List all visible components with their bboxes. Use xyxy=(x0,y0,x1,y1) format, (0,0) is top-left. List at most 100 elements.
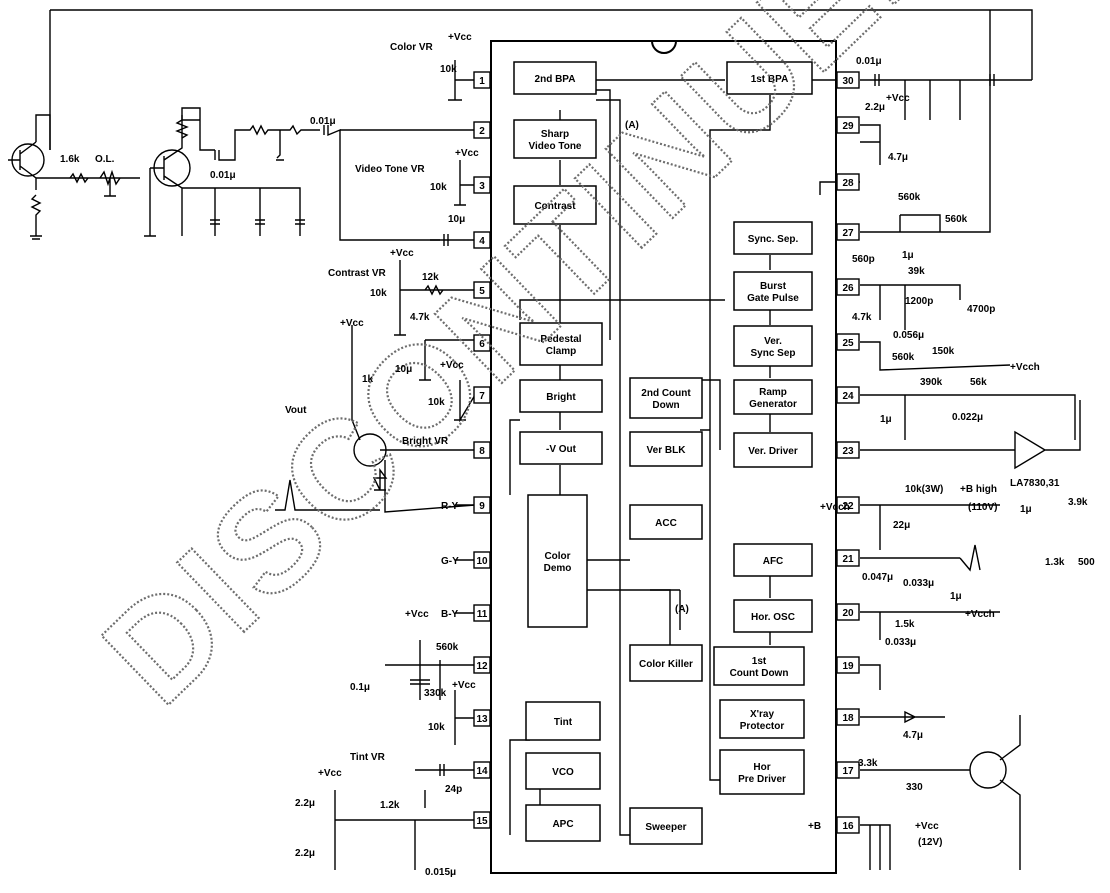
label-vcc-pin7: +Vcc xyxy=(440,360,464,371)
pin-3-box xyxy=(473,176,491,194)
pin-6-box xyxy=(473,334,491,352)
label-c22u-a: 2.2μ xyxy=(295,798,315,809)
label-c001-b: 0.01μ xyxy=(210,170,236,181)
label-v12: (12V) xyxy=(918,837,942,848)
block-bversync-label: Ver. xyxy=(764,336,782,347)
block-bsharp-label: Video Tone xyxy=(529,141,582,152)
pin-8-box xyxy=(473,441,491,459)
block-b2ndcount-label: 2nd Count xyxy=(641,388,691,399)
label-vcc-pin11: +Vcc xyxy=(405,609,429,620)
label-c24p: 24p xyxy=(445,784,462,795)
pin-17-label: 17 xyxy=(842,766,854,777)
q4-leads xyxy=(999,715,1021,870)
pin-13-label: 13 xyxy=(476,714,488,725)
label-bhigh: +B high xyxy=(960,484,997,495)
pin3-wire xyxy=(454,160,475,206)
pin-12-label: 12 xyxy=(476,661,488,672)
label-vcch-pin20: +Vcch xyxy=(965,609,995,620)
pin16-wire xyxy=(860,824,891,870)
pin-19-box xyxy=(836,656,860,674)
pin-21-box xyxy=(836,549,860,567)
block-bhorpre-label: Hor xyxy=(753,762,770,773)
pin12-wire xyxy=(385,640,475,700)
block-bcolorkiller-label: Color Killer xyxy=(639,659,693,670)
block-btint-box xyxy=(525,701,601,741)
label-vcc-pin16: +Vcc xyxy=(915,821,939,832)
q1-wires xyxy=(35,114,140,179)
block-bxray-label: Protector xyxy=(740,721,785,732)
pin24-wire xyxy=(860,394,1076,440)
label-c1200p: 1200p xyxy=(905,296,933,307)
label-c22u-pin22: 22μ xyxy=(893,520,910,531)
pin20-wire xyxy=(860,611,1000,640)
pin-1-label: 1 xyxy=(479,76,485,87)
pin-25-box xyxy=(836,333,860,351)
pin7-wire xyxy=(454,380,476,423)
pin-3-label: 3 xyxy=(479,181,485,192)
pin-2-box xyxy=(473,121,491,139)
label-c47u-pin29: 4.7μ xyxy=(888,152,908,163)
block-bburst-label: Burst xyxy=(760,281,787,292)
tap-res xyxy=(276,130,284,161)
block-bsyncsep-box xyxy=(733,221,813,255)
input-resistors xyxy=(69,169,121,197)
pin-7-box xyxy=(473,386,491,404)
label-r47k-pin5: 4.7k xyxy=(410,312,430,323)
transistor-q3 xyxy=(353,433,387,467)
block-bverblk-label: Ver BLK xyxy=(647,445,687,456)
label-r330: 330 xyxy=(906,782,923,793)
block-bverblk-box xyxy=(629,431,703,467)
block-bcolordemo-label: Color xyxy=(544,551,570,562)
label-r12k: 12k xyxy=(422,272,439,283)
label-r500: 500 xyxy=(1078,557,1095,568)
pin-24-box xyxy=(836,386,860,404)
block-b1stcount-box xyxy=(713,646,805,686)
label-c01u: 0.1μ xyxy=(350,682,370,693)
label-tint-vr: Tint VR xyxy=(350,752,386,763)
ic-notch xyxy=(651,40,677,54)
label-c10u-pin6: 10μ xyxy=(395,364,412,375)
pin29-wire xyxy=(860,124,881,165)
label-c4700p: 4700p xyxy=(967,304,995,315)
pin-9-label: 9 xyxy=(479,501,485,512)
block-bsharp-box xyxy=(513,119,597,159)
pin-20-label: 20 xyxy=(842,608,854,619)
label-c0033a: 0.033μ xyxy=(903,578,934,589)
label-c1u-pin24: 1μ xyxy=(880,414,892,425)
block-bsyncsep-label: Sync. Sep. xyxy=(748,234,799,245)
q2-leads xyxy=(150,115,183,236)
label-a-bottom: (A) xyxy=(675,604,689,615)
block-b2ndbpa-box xyxy=(513,61,597,95)
pin-13-box xyxy=(473,709,491,727)
label-c10u-pin4: 10μ xyxy=(448,214,465,225)
pin-24-label: 24 xyxy=(842,391,854,402)
block-bverdriver-box xyxy=(733,432,813,468)
label-ol: O.L. xyxy=(95,154,115,165)
pin-15-label: 15 xyxy=(476,816,488,827)
label-r13k: 1.3k xyxy=(1045,557,1065,568)
pin-30-label: 30 xyxy=(842,76,854,87)
label-c001-c: 0.01μ xyxy=(856,56,882,67)
internal-bus-right xyxy=(709,95,771,781)
pin-17-box xyxy=(836,761,860,779)
diode-d1 xyxy=(372,467,388,491)
block-b2ndcount-box xyxy=(629,377,703,419)
internal-links xyxy=(509,299,725,495)
video-input-path xyxy=(214,124,475,241)
pin13-wire xyxy=(454,690,475,745)
label-r15k: 1.5k xyxy=(895,619,915,630)
label-r33k: 3.3k xyxy=(858,758,878,769)
pin6-wire xyxy=(419,339,475,381)
label-video-tone-vr: Video Tone VR xyxy=(355,164,425,175)
label-r560k-pin27a: 560k xyxy=(898,192,921,203)
pin-7-label: 7 xyxy=(479,391,485,402)
block-bramp-label: Ramp xyxy=(759,387,787,398)
label-la7830: LA7830,31 xyxy=(1010,478,1060,489)
pin5-wire xyxy=(394,260,475,336)
block-btint-label: Tint xyxy=(554,717,573,728)
pin-27-box xyxy=(836,223,860,241)
label-vcc-pin5: +Vcc xyxy=(390,248,414,259)
label-c0015u: 0.015μ xyxy=(425,867,456,878)
pin-18-box xyxy=(836,708,860,726)
